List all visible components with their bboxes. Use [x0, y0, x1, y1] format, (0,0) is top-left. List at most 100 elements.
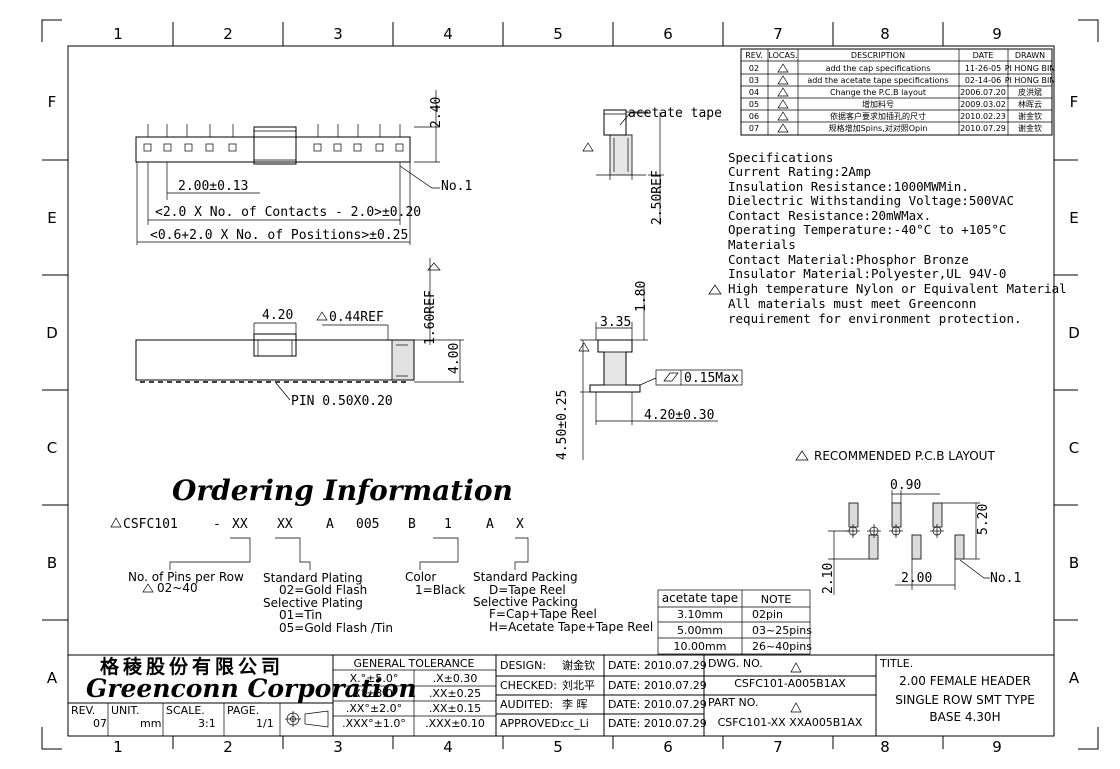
tol-angle: .XXX°±1.0°: [342, 717, 406, 730]
scale-label: SCALE.: [166, 704, 205, 717]
rev-row-date: 2010.07.29: [960, 124, 1006, 133]
delta-marker-icon: [110, 517, 122, 528]
specifications: Specifications Current Rating:2Amp Insul…: [708, 150, 1067, 326]
plating-label: Standard Plating: [263, 571, 363, 585]
rev-row-drawn: 皮洪斌: [1018, 87, 1042, 97]
date-design: DATE: 2010.07.29: [608, 659, 707, 672]
sel-packing-1: F=Cap+Tape Reel: [489, 607, 597, 621]
tape-table-cell: 3.10mm: [677, 608, 723, 621]
rev-header-date: DATE: [973, 51, 994, 60]
rev-row-date: 2006.07.20: [960, 88, 1006, 97]
title-block: 格稜股份有限公司 Greenconn Corporation REV. 07 U…: [67, 654, 1055, 737]
spec-greenconn: All materials must meet Greenconn: [728, 296, 976, 311]
tol-angle: .XX°±2.0°: [346, 702, 402, 715]
rev-row-desc: Change the P.C.B layout: [830, 88, 926, 97]
spec-contact-resistance: Contact Resistance:20mWMax.: [728, 208, 931, 223]
zone-col-5-bottom: 5: [553, 738, 563, 756]
zone-ticks: [42, 22, 1078, 749]
tape-table-cell: 26~40pins: [752, 640, 812, 653]
color-value: 1=Black: [415, 583, 465, 597]
title-line-1: 2.00 FEMALE HEADER: [899, 674, 1031, 688]
unit-value: mm: [140, 717, 161, 730]
zone-col-5: 5: [553, 25, 563, 43]
acetate-tape-view: 2.50REF acetate tape: [582, 106, 722, 225]
sel-plating-1: 01=Tin: [279, 608, 322, 622]
date-checked: DATE: 2010.07.29: [608, 679, 707, 692]
tol-angle: .X°±3.0°: [350, 687, 399, 700]
rev-row-drawn: 谢金钦: [1018, 111, 1042, 121]
tol-linear: .XXX±0.10: [425, 717, 485, 730]
tape-table-cell: 10.00mm: [674, 640, 727, 653]
pcb-dim-0-90: 0.90: [890, 478, 921, 493]
design-label: DESIGN:: [500, 659, 546, 672]
tape-table-cell: 02pin: [752, 608, 783, 621]
delta-marker-icon: [316, 311, 328, 321]
rev-header-locas: LOCAS.: [768, 51, 797, 60]
tol-linear: .XX±0.25: [429, 687, 481, 700]
top-view-connector: 2.40 2.00±0.13 <2.0 X No. of Contacts - …: [135, 90, 472, 245]
dim-cap-width: 4.20: [262, 308, 293, 323]
pins-value: 02~40: [157, 581, 198, 595]
dim-pitch: 2.00±0.13: [178, 179, 248, 194]
rev-row-date: 11-26-05: [965, 64, 1001, 73]
pcb-dim-2-10: 2.10: [821, 563, 836, 594]
spec-contact-material: Contact Material:Phosphor Bronze: [728, 252, 969, 267]
zone-col-7-bottom: 7: [773, 738, 783, 756]
rev-value: 07: [93, 717, 107, 730]
code-dash: -: [213, 517, 221, 532]
revision-table: REV. LOCAS. DESCRIPTION DATE DRAWN 02 ad…: [740, 48, 1056, 136]
tape-table-cell: 5.00mm: [677, 624, 723, 637]
zone-row-F-right: F: [1070, 93, 1079, 111]
dim-2-40: 2.40: [429, 97, 444, 128]
zone-row-D: D: [46, 324, 58, 342]
code-prefix: CSFC101: [123, 517, 178, 532]
projection-symbol-icon: [285, 710, 329, 728]
scale-value: 3:1: [198, 717, 216, 730]
rev-header-description: DESCRIPTION: [851, 51, 905, 60]
rev-row-rev: 04: [749, 88, 759, 97]
packing-value: D=Tape Reel: [489, 583, 566, 597]
dim-3-35: 3.35: [600, 315, 631, 330]
rev-row-drawn: PI HONG BIN: [1005, 76, 1056, 85]
zone-col-4-bottom: 4: [443, 738, 453, 756]
zone-col-3-bottom: 3: [333, 738, 343, 756]
rev-row-rev: 03: [749, 76, 759, 85]
pcb-dim-2-00: 2.00: [901, 571, 932, 586]
tolerance-title: GENERAL TOLERANCE: [353, 657, 474, 670]
unit-label: UNIT.: [111, 704, 139, 717]
zone-row-B-right: B: [1069, 554, 1079, 572]
zone-row-A: A: [47, 669, 58, 687]
ordering-title: Ordering Information: [172, 474, 513, 507]
zone-col-7: 7: [773, 25, 783, 43]
color-label: Color: [405, 570, 436, 584]
tol-linear: .X±0.30: [433, 672, 478, 685]
spec-title: Specifications: [728, 150, 833, 165]
rev-row-rev: 05: [749, 100, 759, 109]
zone-col-2-bottom: 2: [223, 738, 233, 756]
dim-4-50: 4.50±0.25: [555, 390, 570, 460]
zone-labels: 1 2 3 4 5 6 7 8 9 1 2 3 4 5 6 7 8 9 F E …: [46, 25, 1080, 756]
delta-marker-icon: [790, 662, 802, 673]
rev-row-rev: 06: [749, 112, 759, 121]
spec-insulation: Insulation Resistance:1000MWMin.: [728, 179, 969, 194]
sel-packing-2: H=Acetate Tape+Tape Reel: [489, 620, 653, 634]
packing-label: Standard Packing: [473, 570, 578, 584]
rev-row-desc: add the cap specifications: [826, 64, 931, 73]
dim-1-60ref: 1.60REF: [423, 290, 438, 345]
pcb-title: RECOMMENDED P.C.B LAYOUT: [814, 449, 995, 463]
tol-linear: .XX±0.15: [429, 702, 481, 715]
zone-col-2: 2: [223, 25, 233, 43]
dim-contacts: <2.0 X No. of Contacts - 2.0>±0.20: [155, 205, 421, 220]
tol-angle: X.°±5.0°: [350, 672, 399, 685]
plating-value: 02=Gold Flash: [279, 583, 367, 597]
part-number: CSFC101-XX XXA005B1AX: [718, 716, 863, 729]
rev-row-date: 2009.03.02: [960, 100, 1006, 109]
ordering-information: Ordering Information CSFC101 - XX XX A 0…: [110, 474, 653, 635]
dim-0-44ref: 0.44REF: [329, 310, 384, 325]
flatness-icon: [663, 372, 679, 382]
rev-row-desc: add the acetate tape specifications: [807, 76, 948, 85]
company-cn: 格稜股份有限公司: [100, 655, 284, 678]
title-line-2: SINGLE ROW SMT TYPE: [895, 693, 1035, 707]
page-label: PAGE.: [227, 704, 259, 717]
zone-col-6-bottom: 6: [663, 738, 673, 756]
